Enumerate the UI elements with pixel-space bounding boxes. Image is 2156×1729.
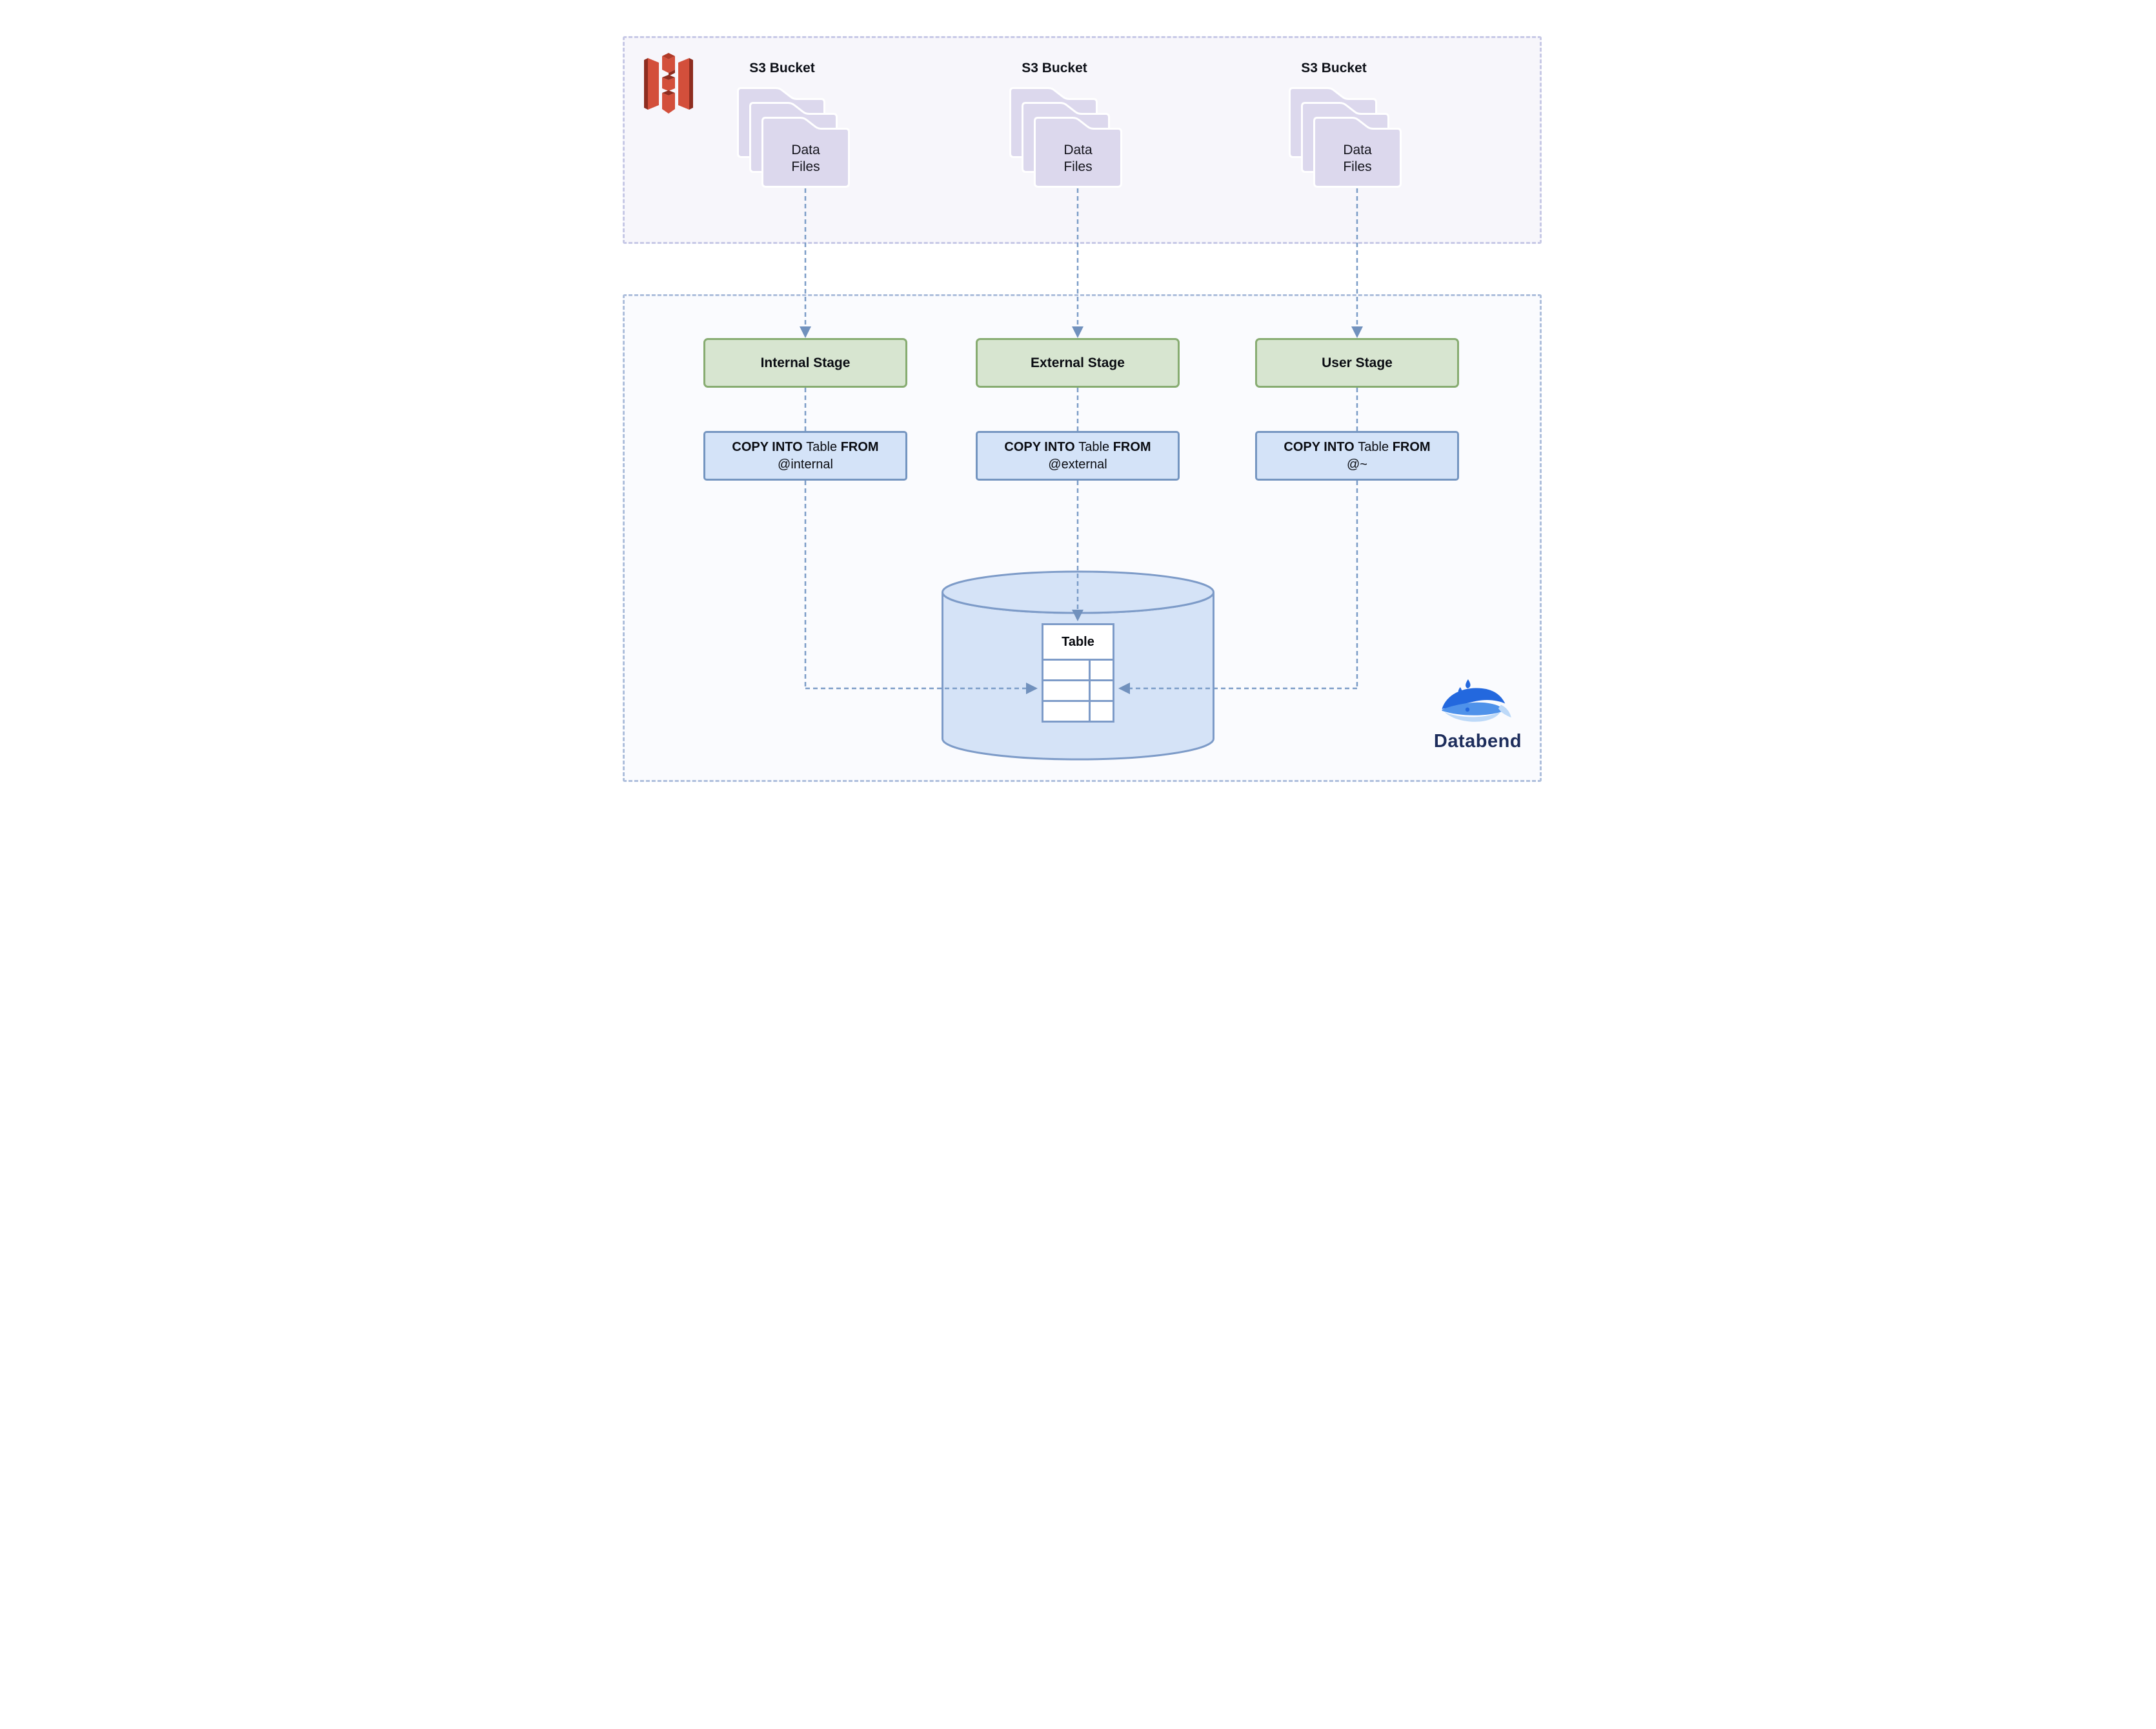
from-keyword: FROM [1392, 439, 1431, 454]
table-cell [1043, 701, 1089, 721]
bucket-label-2: S3 Bucket [1022, 61, 1087, 75]
table-word: Table [806, 439, 838, 454]
database-table: Table [1042, 623, 1114, 723]
data-files-label-3: Data Files [1313, 131, 1402, 186]
table-word: Table [1358, 439, 1389, 454]
arrowhead-into-internal-stage [800, 326, 811, 338]
user-stage-box: User Stage [1255, 338, 1459, 388]
connector-layer [800, 188, 1363, 694]
data-files-label-1: Data Files [761, 131, 850, 186]
table-cell [1090, 681, 1113, 700]
data-files-text-2: Data Files [1063, 143, 1093, 174]
table-cell [1090, 660, 1113, 679]
diagram-canvas: S3 Bucket Data Files S3 Bucket Data File… [539, 0, 1617, 864]
copy-target-user: @~ [1347, 457, 1367, 472]
data-files-text-3: Data Files [1343, 143, 1372, 174]
bucket-label-1: S3 Bucket [749, 61, 815, 75]
arrowhead-into-table-right [1118, 683, 1130, 694]
internal-stage-box: Internal Stage [703, 338, 907, 388]
data-files-text-1: Data Files [791, 143, 820, 174]
from-keyword: FROM [1113, 439, 1151, 454]
copy-into-keyword: COPY INTO [732, 439, 803, 454]
table-cell [1043, 681, 1089, 700]
folder-icon-front-2 [1034, 117, 1122, 188]
table-cell [1043, 660, 1089, 679]
copy-target-internal: @internal [778, 457, 833, 472]
databend-logo: Databend [1433, 677, 1523, 752]
copy-into-keyword: COPY INTO [1284, 439, 1355, 454]
databend-whale-icon [1442, 679, 1511, 722]
folder-icon-front-3 [1313, 117, 1402, 188]
arrowhead-into-table-top [1072, 610, 1083, 621]
from-keyword: FROM [840, 439, 879, 454]
table-word: Table [1078, 439, 1110, 454]
arrowhead-into-external-stage [1072, 326, 1083, 338]
external-stage-box: External Stage [976, 338, 1180, 388]
table-title: Table [1043, 625, 1113, 659]
s3-icon [644, 53, 693, 114]
copy-target-external: @external [1048, 457, 1107, 472]
copy-into-keyword: COPY INTO [1004, 439, 1075, 454]
folder-icon-front-1 [761, 117, 850, 188]
arrowhead-into-user-stage [1351, 326, 1363, 338]
data-files-label-2: Data Files [1034, 131, 1122, 186]
table-cell [1090, 701, 1113, 721]
databend-wordmark: Databend [1433, 731, 1522, 752]
bucket-label-3: S3 Bucket [1301, 61, 1367, 75]
arrowhead-into-table-left [1026, 683, 1038, 694]
